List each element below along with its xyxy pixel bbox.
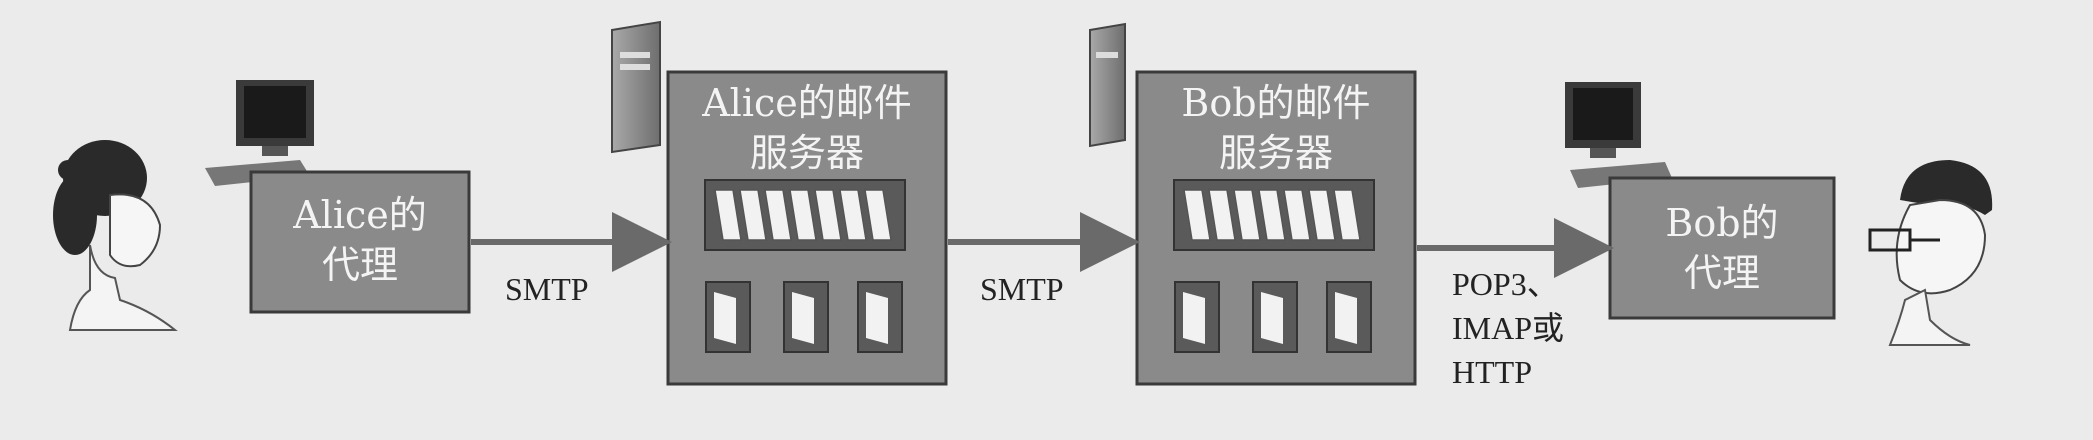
- alice-server-label: Alice的邮件服务器: [702, 81, 912, 175]
- bob-person-icon: [1868, 160, 1993, 346]
- smtp-label-1: SMTP: [505, 271, 589, 307]
- bob-incoming-queue-icon: [1173, 179, 1375, 251]
- retrieval-protocol-label: POP3、 IMAP或 HTTP: [1452, 266, 1565, 390]
- bob-server-tower-icon: [1089, 22, 1126, 148]
- alice-outgoing-queue-icon: [704, 179, 906, 251]
- bob-agent-box: [1608, 176, 1836, 320]
- alice-monitor-icon: [205, 80, 314, 186]
- alice-agent-label: Alice的代理: [293, 193, 427, 287]
- bob-server-label: Bob的邮件服务器: [1181, 81, 1371, 175]
- alice-person-icon: [53, 140, 178, 331]
- alice-mailboxes-icon: [705, 281, 903, 353]
- alice-server-tower-icon: [611, 20, 661, 154]
- bob-mailboxes-icon: [1174, 281, 1372, 353]
- smtp-label-2: SMTP: [980, 271, 1064, 307]
- bob-agent-label: Bob的代理: [1665, 201, 1779, 295]
- alice-agent-box: [249, 170, 471, 314]
- bob-monitor-icon: [1565, 82, 1672, 188]
